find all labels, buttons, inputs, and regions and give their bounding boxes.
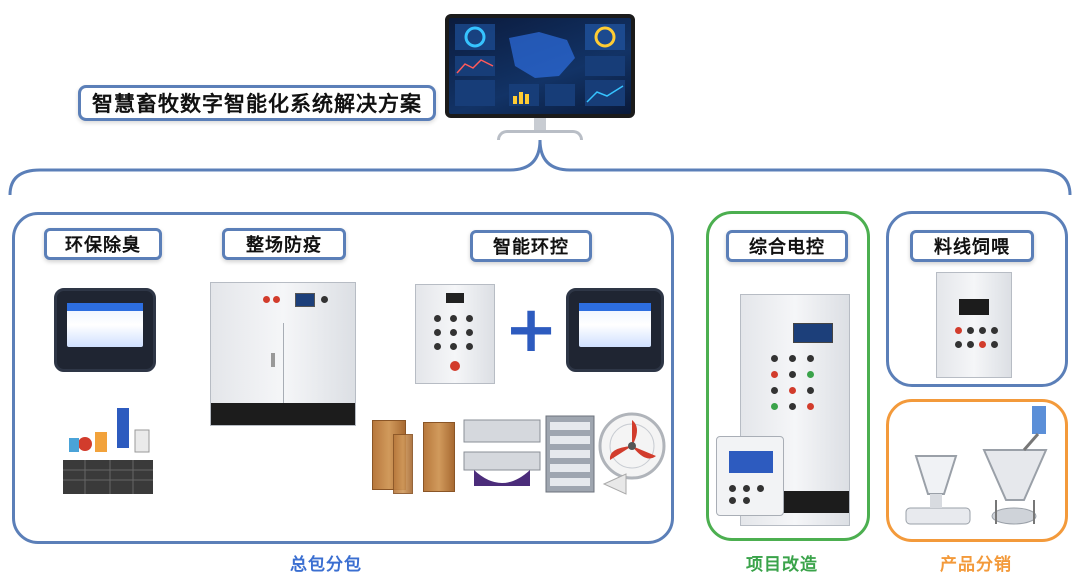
- dashboard-screen: [445, 14, 635, 118]
- solution-title: 智慧畜牧数字智能化系统解决方案: [78, 85, 436, 121]
- env-tablet-controller-icon: [566, 288, 664, 372]
- cooling-pad-icon-2: [393, 434, 413, 494]
- epidemic-cabinet-icon: [210, 282, 356, 426]
- cooling-pad-icon-3: [423, 422, 455, 492]
- feed-line-cabinet-icon: [936, 272, 1012, 378]
- label-deodorization: 环保除臭: [44, 228, 162, 260]
- monitor-icon: [445, 10, 635, 140]
- air-inlet-icon: [463, 419, 541, 486]
- deodorization-equipment-icon: [63, 408, 153, 494]
- label-feed-line: 料线饲喂: [910, 230, 1034, 262]
- caption-turnkey: 总包分包: [290, 555, 362, 575]
- shutter-icon: [545, 415, 595, 493]
- plus-symbol: +: [504, 293, 558, 367]
- label-integrated-electric: 综合电控: [726, 230, 848, 262]
- small-controller-icon: [716, 436, 784, 516]
- fan-icon: [598, 412, 666, 495]
- caption-project-retrofit: 项目改造: [746, 555, 818, 575]
- env-control-panel-icon: [415, 284, 495, 384]
- monitor-stand: [534, 118, 546, 132]
- feeder-icon: [905, 406, 1048, 525]
- label-smart-env-control: 智能环控: [470, 230, 592, 262]
- caption-product-distribution: 产品分销: [940, 555, 1012, 575]
- tablet-controller-icon: [54, 288, 156, 372]
- monitor-base: [497, 130, 583, 140]
- label-epidemic-prevention: 整场防疫: [222, 228, 346, 260]
